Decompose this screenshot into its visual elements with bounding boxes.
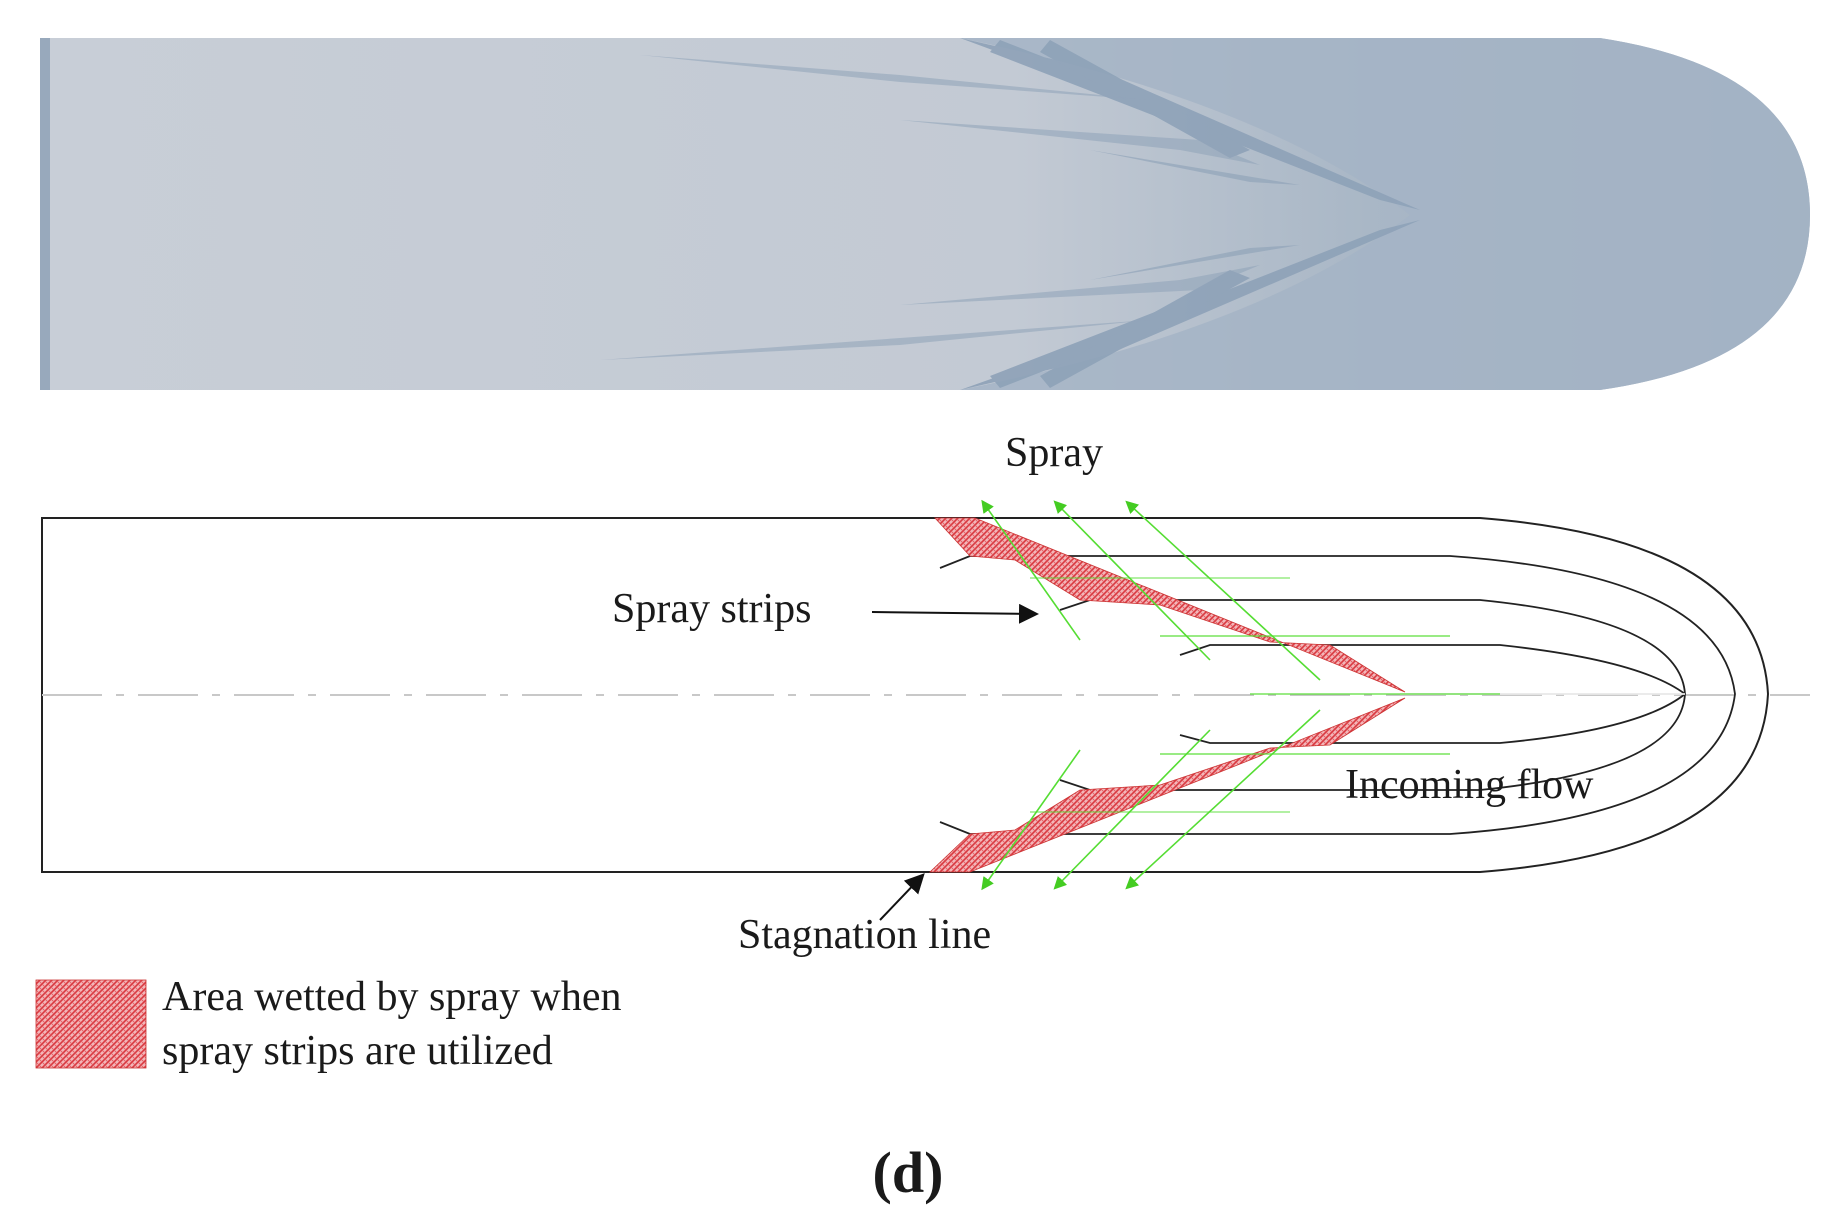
hull-outline [41,517,1770,873]
legend: Area wetted by spray when spray strips a… [35,974,622,1074]
spray-streaks-upper [640,38,1420,210]
stagnation-line-arrow [879,873,925,921]
stagnation-line-label: Stagnation line [738,912,991,958]
schematic-panel: Spray Spray strips Incoming flow Stagnat… [41,430,1810,958]
incoming-flow-label: Incoming flow [1345,762,1594,808]
spray-streaks-lower [600,220,1420,390]
spray-arrows [981,499,1500,891]
legend-swatch [35,979,147,1069]
hull-render-panel [40,38,1810,390]
transom-edge [40,38,50,390]
spray-strips-label: Spray strips [612,586,812,632]
figure-caption: (d) [873,1140,944,1205]
spray-strip-lines [939,555,1736,835]
legend-text-line2: spray strips are utilized [162,1028,553,1074]
wetted-area-upper [934,517,1406,693]
legend-text-line1: Area wetted by spray when [162,974,622,1020]
wetted-area-lower [928,697,1406,873]
spray-label: Spray [1005,430,1103,476]
wetted-region-render [960,38,1810,390]
wetted-area-hatch [928,517,1406,873]
spray-strips-arrow [871,603,1039,624]
